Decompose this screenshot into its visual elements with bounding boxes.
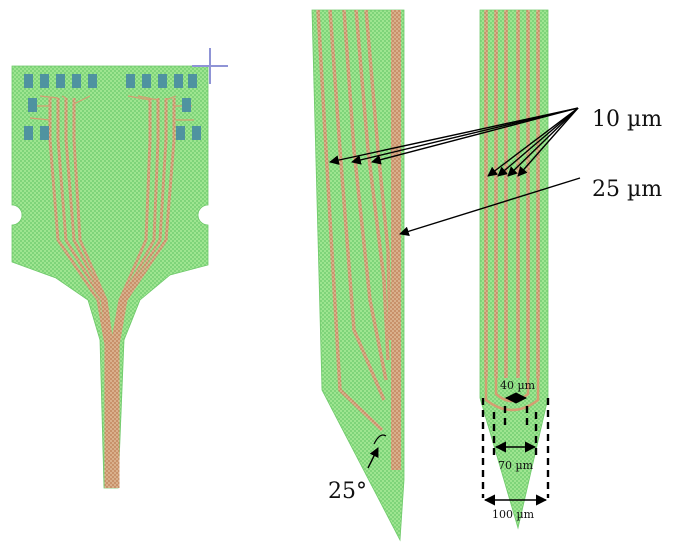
shank-substrate-angled bbox=[311, 9, 405, 542]
trace-width-label: 10 µm bbox=[592, 107, 662, 132]
narrow-traces-angled bbox=[316, 9, 392, 432]
dim-label-70: 70 µm bbox=[498, 459, 534, 472]
angle-label: 25° bbox=[328, 479, 367, 504]
tip-detail-straight: 40 µm 70 µm 100 µm bbox=[479, 9, 550, 530]
dim-label-40: 40 µm bbox=[500, 379, 536, 392]
fiducial-cross-icon bbox=[192, 48, 228, 84]
dimension-guides bbox=[481, 398, 550, 498]
wide-trace-label: 25 µm bbox=[592, 177, 662, 202]
angle-pointer bbox=[367, 447, 379, 469]
traces-right bbox=[110, 98, 176, 488]
tip-detail-angled: 25° bbox=[311, 9, 405, 542]
traces-left-fan bbox=[29, 95, 91, 121]
parallel-traces bbox=[484, 10, 540, 378]
annotation-arrows bbox=[329, 107, 581, 237]
dim-label-100: 100 µm bbox=[492, 508, 535, 521]
probe-overview bbox=[11, 48, 228, 489]
bond-pads bbox=[24, 74, 201, 140]
traces-left bbox=[48, 98, 114, 488]
angle-arc bbox=[373, 434, 387, 445]
